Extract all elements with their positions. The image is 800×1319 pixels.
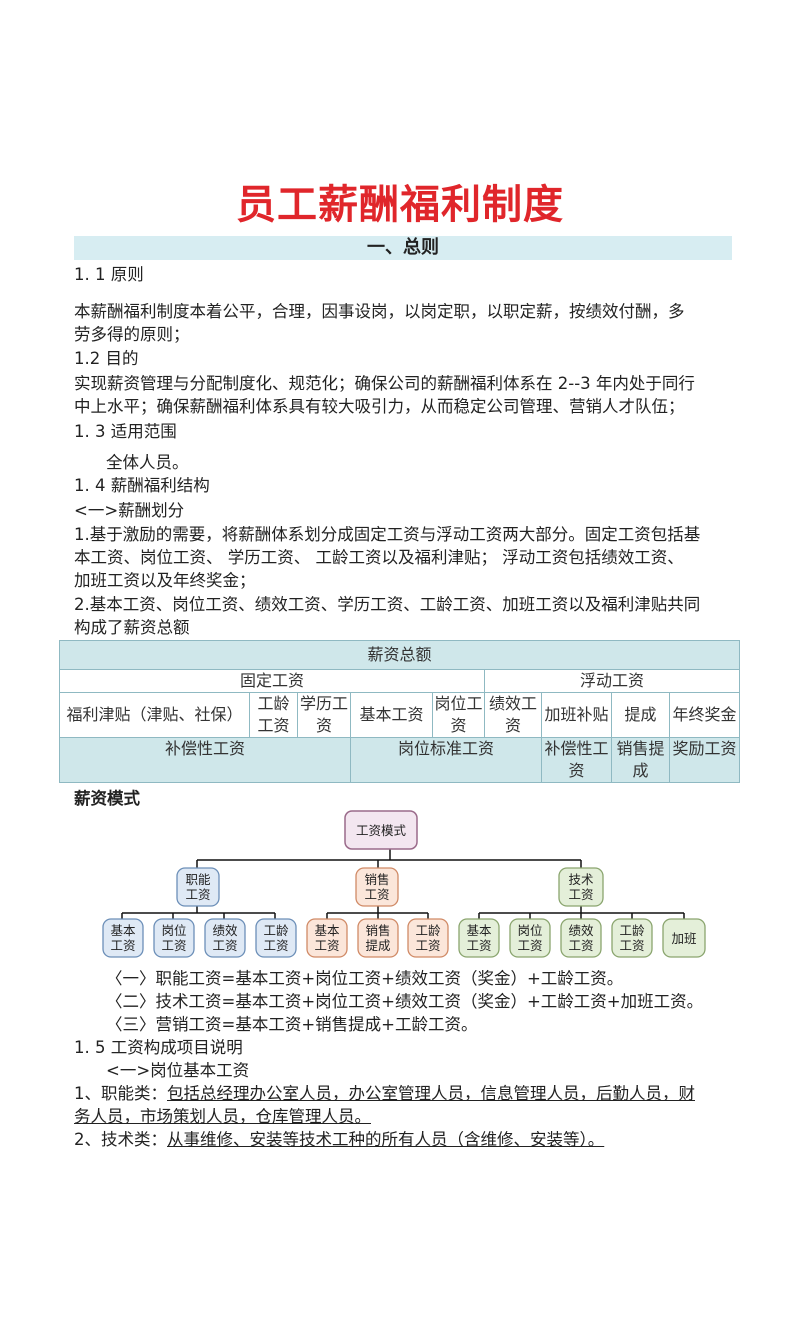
svg-text:工资: 工资 [263, 938, 288, 953]
svg-text:工资: 工资 [517, 938, 542, 953]
paragraph-1-2-line1: 实现薪资管理与分配制度化、规范化；确保公司的薪酬福利体系在 2--3 年内处于同… [74, 374, 695, 393]
table-cell-item: 提成 [611, 692, 670, 738]
svg-text:岗位: 岗位 [161, 923, 186, 938]
table-cell-item: 绩效工资 [484, 692, 542, 738]
svg-text:工资: 工资 [161, 938, 186, 953]
list-item-functional: 1、职能类：包括总经理办公室人员，办公室管理人员，信息管理人员，后勤人员，财 [74, 1083, 695, 1105]
chart-node-root: 工资模式 [344, 810, 418, 850]
chart-leaf: 岗位 工资 [153, 918, 195, 958]
svg-text:工资: 工资 [364, 887, 389, 902]
svg-text:工资: 工资 [466, 938, 491, 953]
svg-text:绩效: 绩效 [212, 923, 238, 938]
chart-leaf: 工龄 工资 [255, 918, 297, 958]
chart-leaf: 工龄 工资 [611, 918, 653, 958]
table-cell-category: 补偿性工资 [59, 737, 351, 783]
list-item-functional-cont: 务人员，市场策划人员，仓库管理人员。 [74, 1106, 371, 1128]
svg-text:工资: 工资 [185, 887, 210, 902]
svg-text:技术: 技术 [568, 872, 594, 887]
table-cell-item: 福利津贴（津贴、社保） [59, 692, 250, 738]
paragraph-1-3: 全体人员。 [106, 453, 189, 472]
svg-text:岗位: 岗位 [517, 923, 542, 938]
chart-leaf: 基本 工资 [306, 918, 348, 958]
paragraph-1-1-line2: 劳多得的原则； [74, 325, 190, 344]
formula-functional: 〈一〉职能工资=基本工资+岗位工资+绩效工资（奖金）+工龄工资。 [106, 969, 624, 988]
chart-node-sales-salary: 销售 工资 [355, 867, 399, 907]
svg-text:基本: 基本 [314, 923, 340, 938]
section-heading-general: 一、总则 [74, 236, 732, 260]
list-item-text: 从事维修、安装等技术工种的所有人员（含维修、安装等）。 [167, 1130, 605, 1149]
formula-sales: 〈三〉营销工资=基本工资+销售提成+工龄工资。 [106, 1015, 478, 1034]
salary-mode-org-chart: 工资模式 职能 工资 销售 工资 技术 工资 基本 工资 岗位 工资 绩效 工资… [102, 810, 706, 958]
salary-mode-heading: 薪资模式 [74, 789, 140, 808]
table-cell-item: 加班补贴 [541, 692, 612, 738]
list-item-prefix: 1、职能类： [74, 1084, 167, 1103]
table-cell-category: 岗位标准工资 [350, 737, 542, 783]
chart-leaf: 销售 提成 [357, 918, 399, 958]
table-cell-category: 销售提成 [611, 737, 670, 783]
svg-text:工龄: 工龄 [415, 923, 441, 938]
paragraph-1-4-line1: 1.基于激励的需要，将薪酬体系划分成固定工资与浮动工资两大部分。固定工资包括基 [74, 525, 701, 544]
heading-1-1: 1. 1 原则 [74, 265, 144, 284]
svg-text:提成: 提成 [365, 938, 390, 953]
svg-text:工龄: 工龄 [263, 923, 289, 938]
svg-text:工资: 工资 [415, 938, 440, 953]
heading-1-4: 1. 4 薪酬福利结构 [74, 476, 210, 495]
chart-leaf: 基本 工资 [102, 918, 144, 958]
table-cell-item: 年终奖金 [668, 692, 741, 738]
chart-leaf: 绩效 工资 [560, 918, 602, 958]
svg-text:工资: 工资 [568, 887, 593, 902]
svg-text:加班: 加班 [671, 931, 696, 946]
svg-text:工资: 工资 [568, 938, 593, 953]
paragraph-1-2-line2: 中上水平；确保薪酬福利体系具有较大吸引力，从而稳定公司管理、营销人才队伍； [74, 397, 685, 416]
paragraph-1-4-line2: 本工资、岗位工资、 学历工资、 工龄工资以及福利津贴； 浮动工资包括绩效工资、 [74, 548, 684, 567]
table-cell-item: 工龄工资 [249, 692, 298, 738]
table-cell-total: 薪资总额 [58, 640, 741, 670]
heading-1-5: 1. 5 工资构成项目说明 [74, 1038, 243, 1057]
svg-text:基本: 基本 [110, 923, 136, 938]
list-item-prefix: 2、技术类： [74, 1130, 167, 1149]
table-cell-item: 学历工资 [297, 692, 351, 738]
svg-text:工龄: 工龄 [619, 923, 645, 938]
chart-leaf: 绩效 工资 [204, 918, 246, 958]
chart-leaf: 工龄 工资 [407, 918, 449, 958]
svg-text:销售: 销售 [365, 923, 390, 938]
chart-leaf: 岗位 工资 [509, 918, 551, 958]
table-cell-item: 基本工资 [350, 692, 433, 738]
list-item-text: 包括总经理办公室人员，办公室管理人员，信息管理人员，后勤人员，财 [167, 1084, 695, 1103]
chart-node-functional-salary: 职能 工资 [176, 867, 220, 907]
svg-text:工资: 工资 [212, 938, 237, 953]
list-item-technical: 2、技术类：从事维修、安装等技术工种的所有人员（含维修、安装等）。 [74, 1129, 604, 1151]
chart-node-label: 工资模式 [356, 823, 407, 838]
paragraph-1-4-line3: 加班工资以及年终奖金； [74, 571, 256, 590]
table-cell-fixed-salary: 固定工资 [59, 669, 485, 693]
list-item-text: 务人员，市场策划人员，仓库管理人员。 [74, 1107, 371, 1126]
svg-text:工资: 工资 [314, 938, 339, 953]
table-cell-floating-salary: 浮动工资 [483, 669, 741, 693]
chart-node-technical-salary: 技术 工资 [558, 867, 604, 907]
subheading-position-base-salary: <一>岗位基本工资 [106, 1061, 250, 1080]
paragraph-1-4-line4: 2.基本工资、岗位工资、绩效工资、学历工资、工龄工资、加班工资以及福利津贴共同 [74, 595, 701, 614]
chart-leaf: 加班 [662, 918, 706, 958]
chart-leaf: 基本 工资 [458, 918, 500, 958]
subheading-salary-division: <一>薪酬划分 [74, 501, 185, 520]
svg-text:职能: 职能 [185, 872, 211, 887]
formula-technical: 〈二〉技术工资=基本工资+岗位工资+绩效工资（奖金）+工龄工资+加班工资。 [106, 992, 704, 1011]
salary-structure-table: 薪资总额 固定工资 浮动工资 福利津贴（津贴、社保） 工龄工资 学历工资 基本工… [58, 640, 741, 783]
table-cell-item: 岗位工资 [432, 692, 485, 738]
svg-text:销售: 销售 [364, 872, 389, 887]
paragraph-1-4-line5: 构成了薪资总额 [74, 618, 190, 637]
heading-1-2: 1.2 目的 [74, 349, 139, 368]
svg-text:基本: 基本 [466, 923, 492, 938]
table-cell-category: 补偿性工资 [541, 737, 612, 783]
svg-text:绩效: 绩效 [568, 923, 594, 938]
table-cell-category: 奖励工资 [668, 737, 741, 783]
svg-text:工资: 工资 [619, 938, 644, 953]
paragraph-1-1-line1: 本薪酬福利制度本着公平，合理，因事设岗，以岗定职，以职定薪，按绩效付酬，多 [74, 302, 685, 321]
heading-1-3: 1. 3 适用范围 [74, 422, 177, 441]
svg-text:工资: 工资 [110, 938, 135, 953]
document-title: 员工薪酬福利制度 [236, 182, 564, 228]
